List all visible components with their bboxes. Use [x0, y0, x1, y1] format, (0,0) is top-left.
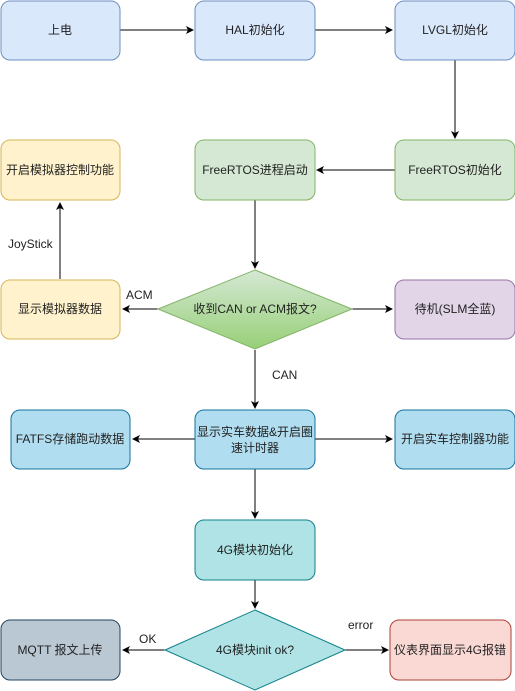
edge-label-acm: ACM	[126, 288, 153, 302]
edge-label-can: CAN	[272, 368, 297, 382]
node-standby: 待机(SLM全蓝)	[394, 279, 515, 340]
node-mqtt-upload: MQTT 报文上传	[0, 619, 121, 681]
node-4g-decision: 4G模块init ok?	[163, 609, 347, 691]
node-enable-car-control: 开启实车控制器功能	[394, 409, 515, 470]
node-standby-label: 待机(SLM全蓝)	[415, 301, 496, 316]
node-enable-sim-control: 开启模拟器控制功能	[0, 139, 121, 201]
node-init-4g-label: 4G模块初始化	[217, 543, 293, 557]
node-lvgl-init-label: LVGL初始化	[422, 23, 488, 37]
edge-label-error: error	[348, 618, 373, 632]
node-mqtt-upload-label: MQTT 报文上传	[17, 642, 102, 657]
node-4g-decision-label: 4G模块init ok?	[216, 643, 294, 657]
node-receive-decision: 收到CAN or ACM报文?	[156, 269, 354, 350]
edge-label-ok: OK	[139, 632, 156, 646]
node-show-sim-data-label: 显示模拟器数据	[18, 301, 102, 316]
node-freertos-start: FreeRTOS进程启动	[194, 139, 316, 201]
node-power-on: 上电	[0, 0, 121, 61]
node-receive-decision-label: 收到CAN or ACM报文?	[193, 301, 317, 316]
node-show-4g-error: 仪表界面显示4G报错	[389, 619, 512, 681]
node-freertos-init: FreeRTOS初始化	[394, 139, 515, 201]
node-show-car-data-label-line1: 显示实车数据&开启圈	[197, 424, 313, 439]
node-power-on-label: 上电	[48, 23, 72, 37]
node-freertos-init-label: FreeRTOS初始化	[408, 163, 502, 177]
node-fatfs-store: FATFS存储跑动数据	[10, 409, 131, 470]
node-fatfs-store-label: FATFS存储跑动数据	[16, 431, 124, 446]
node-show-sim-data: 显示模拟器数据	[0, 279, 121, 340]
node-hal-init-label: HAL初始化	[225, 23, 284, 37]
edge-label-joystick: JoyStick	[8, 237, 54, 251]
node-show-car-data: 显示实车数据&开启圈 速计时器	[194, 409, 316, 470]
node-show-4g-error-label: 仪表界面显示4G报错	[394, 642, 506, 657]
edges	[56, 26, 459, 654]
node-show-car-data-label-line2: 速计时器	[231, 441, 279, 455]
node-hal-init: HAL初始化	[194, 0, 316, 61]
node-lvgl-init: LVGL初始化	[394, 0, 515, 61]
node-enable-car-control-label: 开启实车控制器功能	[401, 431, 509, 446]
node-init-4g: 4G模块初始化	[194, 519, 316, 581]
node-enable-sim-control-label: 开启模拟器控制功能	[6, 163, 114, 177]
node-freertos-start-label: FreeRTOS进程启动	[202, 162, 308, 177]
